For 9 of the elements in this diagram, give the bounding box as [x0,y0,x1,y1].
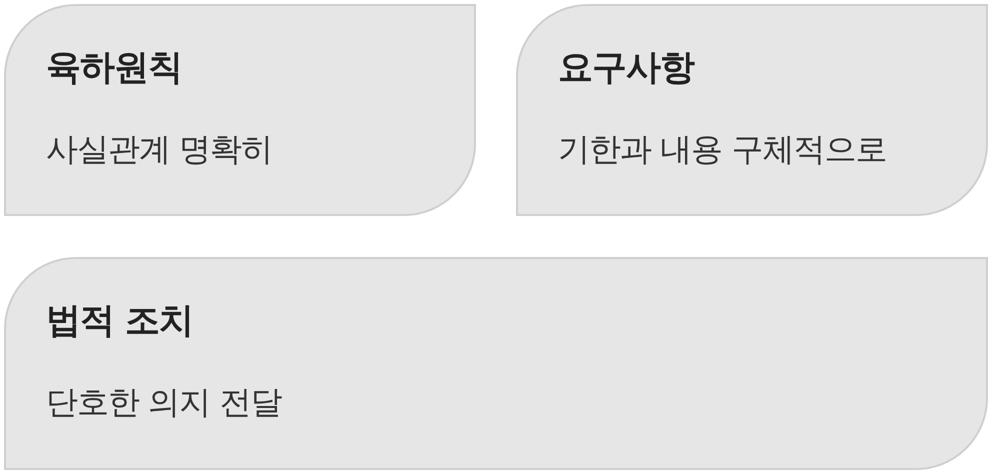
card-description: 단호한 의지 전달 [46,382,282,423]
card-heading: 육하원칙 [46,47,182,90]
card-description: 사실관계 명확히 [46,129,272,170]
card-heading: 법적 조치 [46,300,194,343]
card-description: 기한과 내용 구체적으로 [558,129,886,170]
card-heading: 요구사항 [558,47,694,90]
info-card [4,257,988,470]
info-card [516,4,988,216]
info-card [4,4,476,216]
